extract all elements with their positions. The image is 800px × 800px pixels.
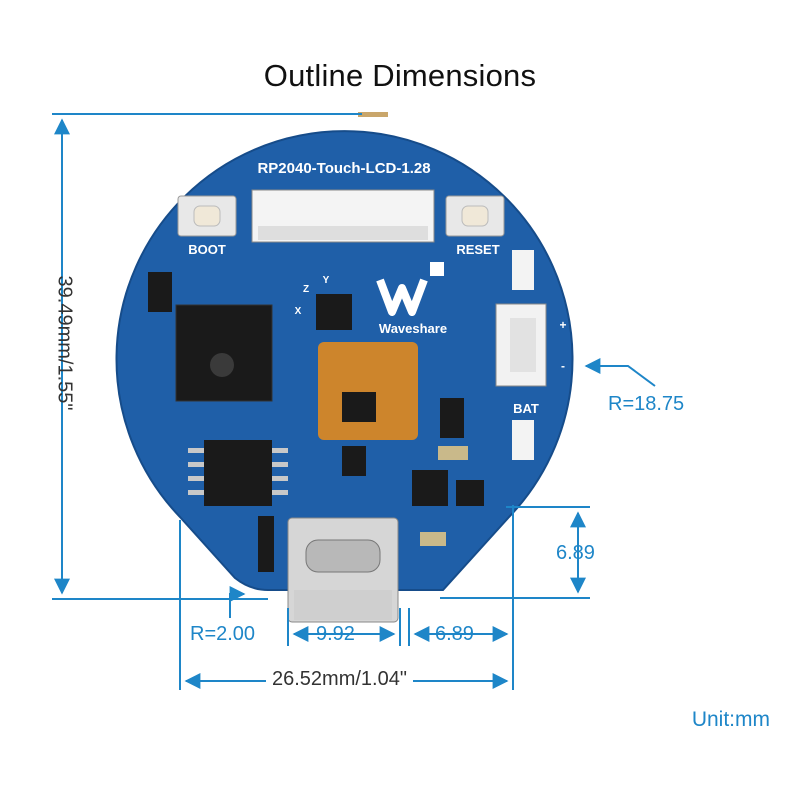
bat-plus-label: + (559, 318, 566, 332)
right-height-label: 6.89 (556, 542, 595, 564)
battery-connector (495, 303, 547, 387)
flash-chip (188, 440, 288, 506)
axis-x-label: X (295, 306, 302, 317)
flex-cable (318, 342, 418, 440)
unit-label: Unit:mm (691, 708, 770, 731)
right-offset-label: 6.89 (435, 623, 474, 645)
usb-width-label: 9.92 (316, 623, 355, 645)
waveshare-logo (376, 262, 444, 316)
radius-large-label: R=18.75 (608, 393, 685, 415)
usb-c-connector (287, 517, 399, 623)
dimension-lines (52, 113, 656, 690)
top-edge-strip (358, 112, 388, 117)
radius-small-label: R=2.00 (190, 623, 256, 645)
mcu-chip (175, 304, 273, 402)
fpc-connector (251, 189, 435, 243)
board-name-label: RP2040-Touch-LCD-1.28 (257, 160, 430, 177)
bat-label: BAT (513, 401, 539, 416)
bat-minus-label: - (561, 359, 565, 373)
width-dimension-label: 26.52mm/1.04" (266, 668, 413, 691)
reset-button (445, 195, 505, 237)
page-title: Outline Dimensions (263, 58, 537, 93)
height-dimension-label: 39.49mm/1.55" (53, 275, 76, 411)
header-pads (512, 250, 534, 460)
boot-label: BOOT (188, 242, 226, 257)
small-components (148, 272, 484, 572)
axis-z-label: Z (303, 284, 309, 295)
radius-small-leader (229, 586, 246, 618)
boot-button (177, 195, 237, 237)
capacitors (420, 446, 468, 546)
axis-y-label: Y (323, 275, 330, 286)
imu-chip (316, 294, 352, 330)
radius-large-leader (584, 358, 656, 387)
reset-label: RESET (456, 242, 499, 257)
brand-label: Waveshare (379, 321, 447, 336)
